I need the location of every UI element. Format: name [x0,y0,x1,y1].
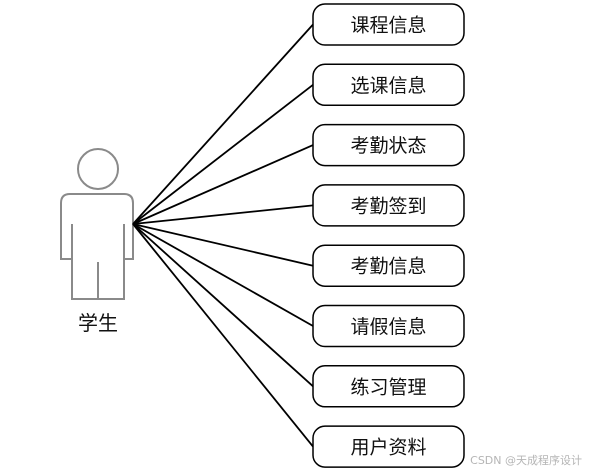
use-case-label: 考勤状态 [350,135,426,157]
connector-line [132,204,314,225]
use-case-shape [312,425,465,468]
use-case-label: 请假信息 [350,316,426,338]
use-case-box: 课程信息 [312,3,465,46]
actor-head [77,148,119,190]
connector-line [132,144,314,225]
use-case-box: 考勤信息 [312,244,465,287]
use-case-box: 用户资料 [312,425,465,468]
use-case-shape [312,184,465,227]
connector-lines [132,23,314,448]
use-case-shape [312,365,465,408]
use-case-label: 考勤签到 [350,195,426,217]
connector-line [132,223,314,448]
watermark: CSDN @天成程序设计 [470,454,582,467]
actor-label: 学生 [78,311,118,335]
connector-line [132,223,314,267]
use-case-box: 考勤状态 [312,123,465,167]
use-case-box: 练习管理 [312,365,465,408]
use-case-label: 用户资料 [350,437,426,459]
use-case-label: 选课信息 [350,75,426,97]
use-case-label: 考勤信息 [350,256,426,278]
actor-figure [60,148,134,300]
connector-line [132,223,314,327]
use-case-box: 选课信息 [312,63,465,107]
use-case-shape [312,304,465,348]
connector-line [132,23,314,225]
use-case-box: 考勤签到 [312,184,465,227]
use-case-label: 练习管理 [350,376,426,398]
connector-line [132,84,314,225]
use-case-shape [312,3,465,46]
use-case-box: 请假信息 [312,304,465,348]
use-case-shape [312,244,465,287]
use-case-shape [312,123,465,167]
connector-line [132,223,314,387]
use-case-shape [312,63,465,107]
use-case-label: 课程信息 [350,15,426,37]
actor-body [60,193,134,300]
